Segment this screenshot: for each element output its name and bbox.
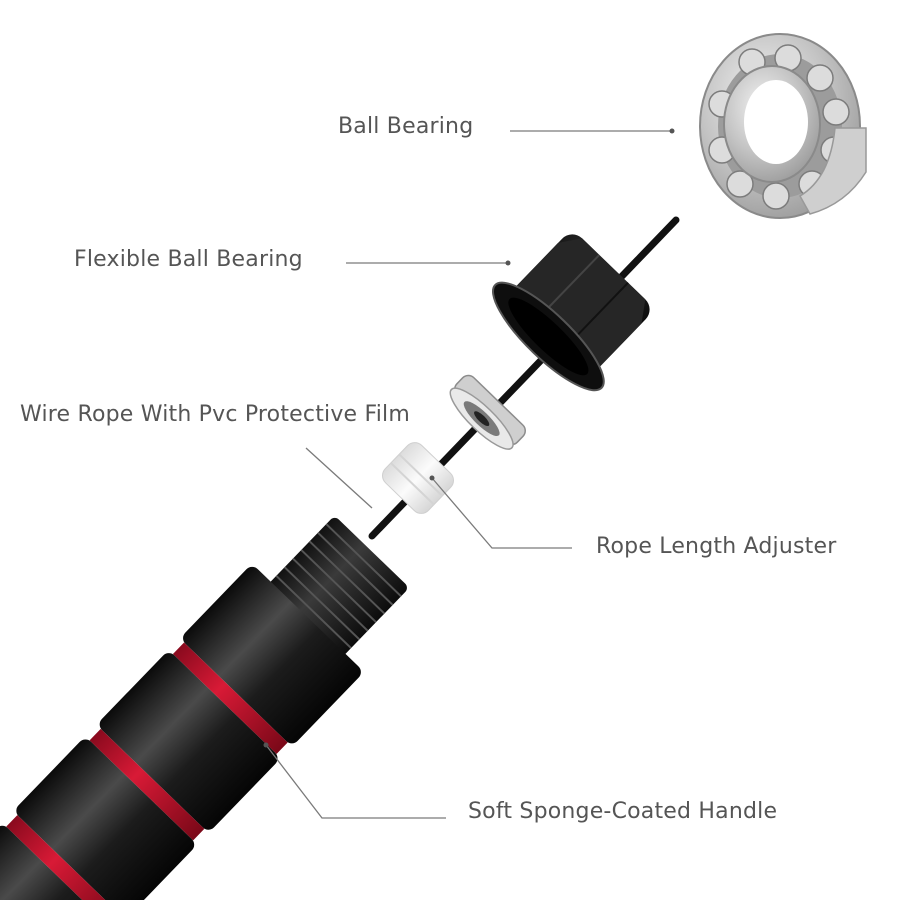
- end-cap-part: [492, 234, 650, 392]
- leader-rope-adjuster: [431, 477, 572, 549]
- rope-adjuster-part: [381, 442, 455, 514]
- leader-lines: [265, 130, 672, 819]
- small-bearing-part: [449, 374, 526, 450]
- label-sponge-handle: Soft Sponge-Coated Handle: [468, 799, 778, 824]
- label-ball-bearing: Ball Bearing: [338, 114, 474, 139]
- leader-dots: [263, 128, 675, 748]
- handle-part: [0, 517, 407, 900]
- leader-handle: [265, 744, 446, 819]
- label-wire-rope: Wire Rope With Pvc Protective Film: [20, 402, 410, 427]
- ball-bearing-part: [699, 33, 867, 219]
- label-flexible-ball-bearing: Flexible Ball Bearing: [74, 247, 303, 272]
- leader-wire-rope: [305, 447, 373, 509]
- label-rope-length-adjuster: Rope Length Adjuster: [596, 534, 837, 559]
